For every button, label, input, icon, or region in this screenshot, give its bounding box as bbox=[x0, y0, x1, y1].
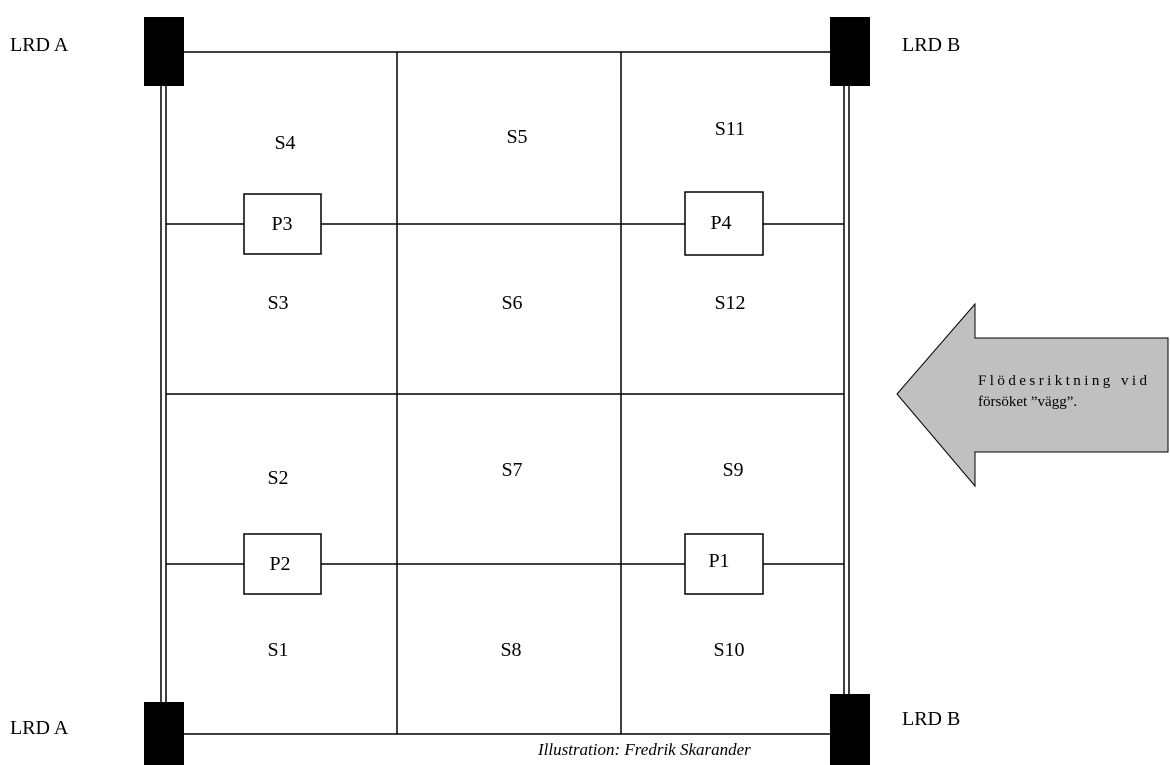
section-label-s2: S2 bbox=[267, 467, 288, 489]
corner-label-bottom-left: LRD A bbox=[10, 717, 69, 739]
point-label-p2: P2 bbox=[269, 553, 290, 575]
section-label-s8: S8 bbox=[500, 639, 521, 661]
illustration-credit: Illustration: Fredrik Skarander bbox=[537, 740, 751, 759]
flow-direction-text-line2: försöket ”vägg”. bbox=[978, 394, 1077, 410]
flow-direction-arrow bbox=[896, 302, 1169, 488]
point-box-p1 bbox=[684, 533, 764, 595]
section-label-s1: S1 bbox=[267, 639, 288, 661]
corner-block-bottom-right bbox=[830, 694, 870, 765]
point-box-p3 bbox=[243, 193, 322, 255]
corner-label-bottom-right: LRD B bbox=[902, 708, 960, 730]
section-label-s6: S6 bbox=[501, 292, 522, 314]
section-label-s5: S5 bbox=[506, 126, 527, 148]
section-label-s12: S12 bbox=[714, 292, 745, 314]
corner-label-top-right: LRD B bbox=[902, 34, 960, 56]
point-label-p1: P1 bbox=[708, 550, 729, 572]
section-label-s10: S10 bbox=[713, 639, 744, 661]
section-label-s4: S4 bbox=[274, 132, 295, 154]
corner-block-top-left bbox=[144, 17, 184, 86]
corner-label-top-left: LRD A bbox=[10, 34, 69, 56]
section-label-s9: S9 bbox=[722, 459, 743, 481]
section-label-s11: S11 bbox=[715, 118, 745, 140]
corner-block-bottom-left bbox=[144, 702, 184, 765]
point-label-p3: P3 bbox=[271, 213, 292, 235]
point-label-p4: P4 bbox=[710, 212, 731, 234]
section-label-s7: S7 bbox=[501, 459, 522, 481]
point-box-p4 bbox=[684, 191, 764, 256]
corner-block-top-right bbox=[830, 17, 870, 86]
point-box-p2 bbox=[243, 533, 322, 595]
section-label-s3: S3 bbox=[267, 292, 288, 314]
